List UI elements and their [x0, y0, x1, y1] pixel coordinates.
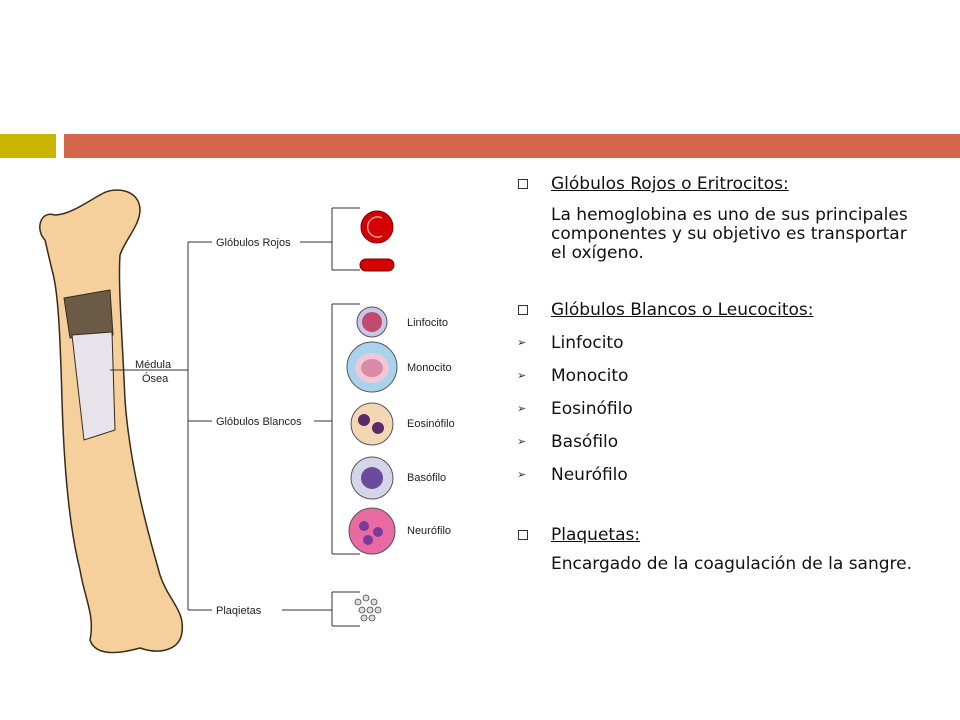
- spongy-bone: [63, 289, 114, 339]
- text-column: Glóbulos Rojos o Eritrocitos: La hemoglo…: [517, 166, 918, 574]
- arrow-bullet-icon: ➢: [517, 435, 527, 448]
- heading-blancos: Glóbulos Blancos o Leucocitos:: [551, 300, 814, 320]
- label-linfocito: Linfocito: [407, 317, 448, 329]
- section-rojos-heading: Glóbulos Rojos o Eritrocitos:: [518, 174, 918, 194]
- platelets-icon: [354, 594, 382, 622]
- monocito-icon: [346, 341, 398, 393]
- section-blancos-heading: Glóbulos Blancos o Leucocitos:: [518, 300, 918, 320]
- paragraph-rojos: La hemoglobina es uno de sus principales…: [551, 205, 908, 263]
- linfocito-icon: [356, 306, 388, 338]
- neurofilo-icon: [348, 507, 396, 555]
- label-eosinofilo: Eosinófilo: [407, 418, 455, 430]
- list-item-label: Linfocito: [551, 333, 624, 353]
- label-globulos-rojos: Glóbulos Rojos: [216, 237, 291, 249]
- list-item: ➢ Eosinófilo: [517, 399, 918, 419]
- label-osea: Ósea: [142, 372, 169, 385]
- arrow-bullet-icon: ➢: [517, 468, 527, 481]
- red-cell-icon: [360, 210, 394, 244]
- red-cell-crescent-icon: [366, 216, 383, 238]
- list-item: ➢ Linfocito: [517, 333, 918, 353]
- square-bullet-icon: [518, 305, 528, 315]
- basofilo-icon: [350, 456, 394, 500]
- arrow-bullet-icon: ➢: [517, 402, 527, 415]
- arrow-bullet-icon: ➢: [517, 369, 527, 382]
- list-item-label: Monocito: [551, 366, 629, 386]
- marrow-cavity: [71, 331, 116, 441]
- accent-bar-right: [64, 134, 960, 158]
- eosinofilo-icon: [350, 402, 394, 446]
- list-item: ➢ Neurófilo: [517, 465, 918, 485]
- arrow-bullet-icon: ➢: [517, 336, 527, 349]
- list-item-label: Neurófilo: [551, 465, 628, 485]
- label-plaquetas: Plaqietas: [216, 605, 262, 617]
- bone-marrow-diagram: Médula Ósea Glóbulos Rojos Glóbulos Blan…: [39, 189, 455, 654]
- label-basofilo: Basófilo: [407, 472, 446, 484]
- label-neurofilo: Neurófilo: [407, 525, 451, 537]
- heading-plaquetas: Plaquetas:: [551, 525, 641, 545]
- label-monocito: Monocito: [407, 362, 452, 374]
- list-item-label: Basófilo: [551, 432, 619, 452]
- list-item: ➢ Monocito: [517, 366, 918, 386]
- square-bullet-icon: [518, 179, 528, 189]
- red-cell-side-icon: [359, 258, 395, 272]
- section-plaquetas-heading: Plaquetas:: [518, 525, 918, 545]
- label-globulos-blancos: Glóbulos Blancos: [216, 416, 302, 428]
- square-bullet-icon: [518, 530, 528, 540]
- heading-rojos: Glóbulos Rojos o Eritrocitos:: [551, 174, 789, 194]
- list-item: ➢ Basófilo: [517, 432, 918, 452]
- paragraph-plaquetas: Encargado de la coagulación de la sangre…: [551, 554, 913, 574]
- list-item-label: Eosinófilo: [551, 399, 633, 419]
- label-medula: Médula: [135, 359, 172, 371]
- accent-bar-left: [0, 134, 56, 158]
